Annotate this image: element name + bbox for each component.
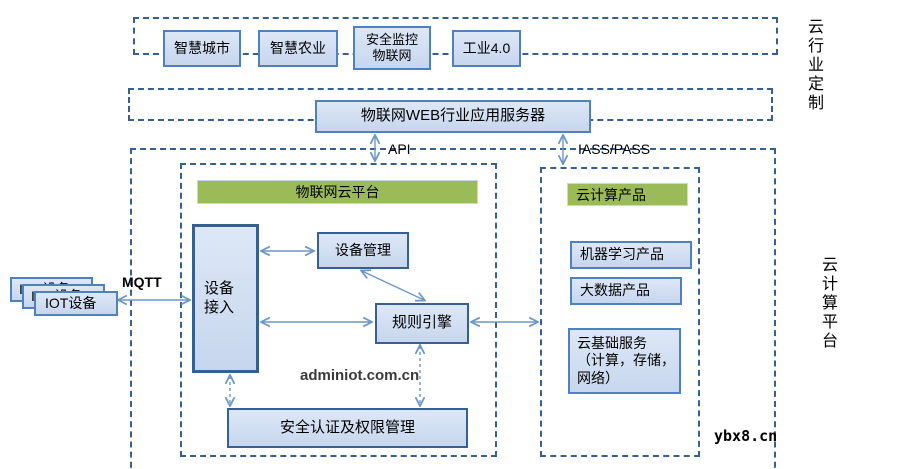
industry-box-security-monitoring-iot: 安全监控 物联网 (353, 26, 431, 70)
cloud-products-header: 云计算产品 (567, 183, 688, 206)
iot-device-box-front: IOT设备 (34, 291, 118, 316)
watermark-text: adminiot.com.cn (300, 367, 420, 384)
cloud-products-group (540, 167, 700, 457)
mqtt-label: MQTT (122, 274, 162, 290)
machine-learning-product-box: 机器学习产品 (570, 241, 692, 269)
rule-engine-box: 规则引擎 (375, 303, 469, 344)
industry-box-smart-agriculture: 智慧农业 (258, 30, 338, 67)
big-data-product-box: 大数据产品 (570, 277, 682, 305)
web-application-server-box: 物联网WEB行业应用服务器 (315, 100, 591, 133)
device-access-box: 设备 接入 (192, 224, 259, 373)
industry-box-smart-city: 智慧城市 (163, 30, 241, 67)
iot-cloud-platform-header: 物联网云平台 (197, 180, 478, 204)
industry-box-industry-4-0: 工业4.0 (452, 30, 521, 67)
side-label-cloud-platform: 云计算平台 (819, 256, 836, 351)
iot-cloud-platform-group (180, 163, 497, 457)
side-label-industry-customization: 云行业定制 (805, 18, 822, 113)
site-name-text: ybx8.cn (714, 427, 778, 445)
auth-permission-box: 安全认证及权限管理 (227, 408, 468, 448)
api-label: API (388, 141, 411, 157)
cloud-platform-container (130, 148, 776, 469)
iass-pass-label: IASS/PASS (578, 141, 651, 157)
cloud-base-services-box: 云基础服务 （计算，存储， 网络） (568, 328, 681, 394)
device-management-box: 设备管理 (317, 232, 409, 269)
